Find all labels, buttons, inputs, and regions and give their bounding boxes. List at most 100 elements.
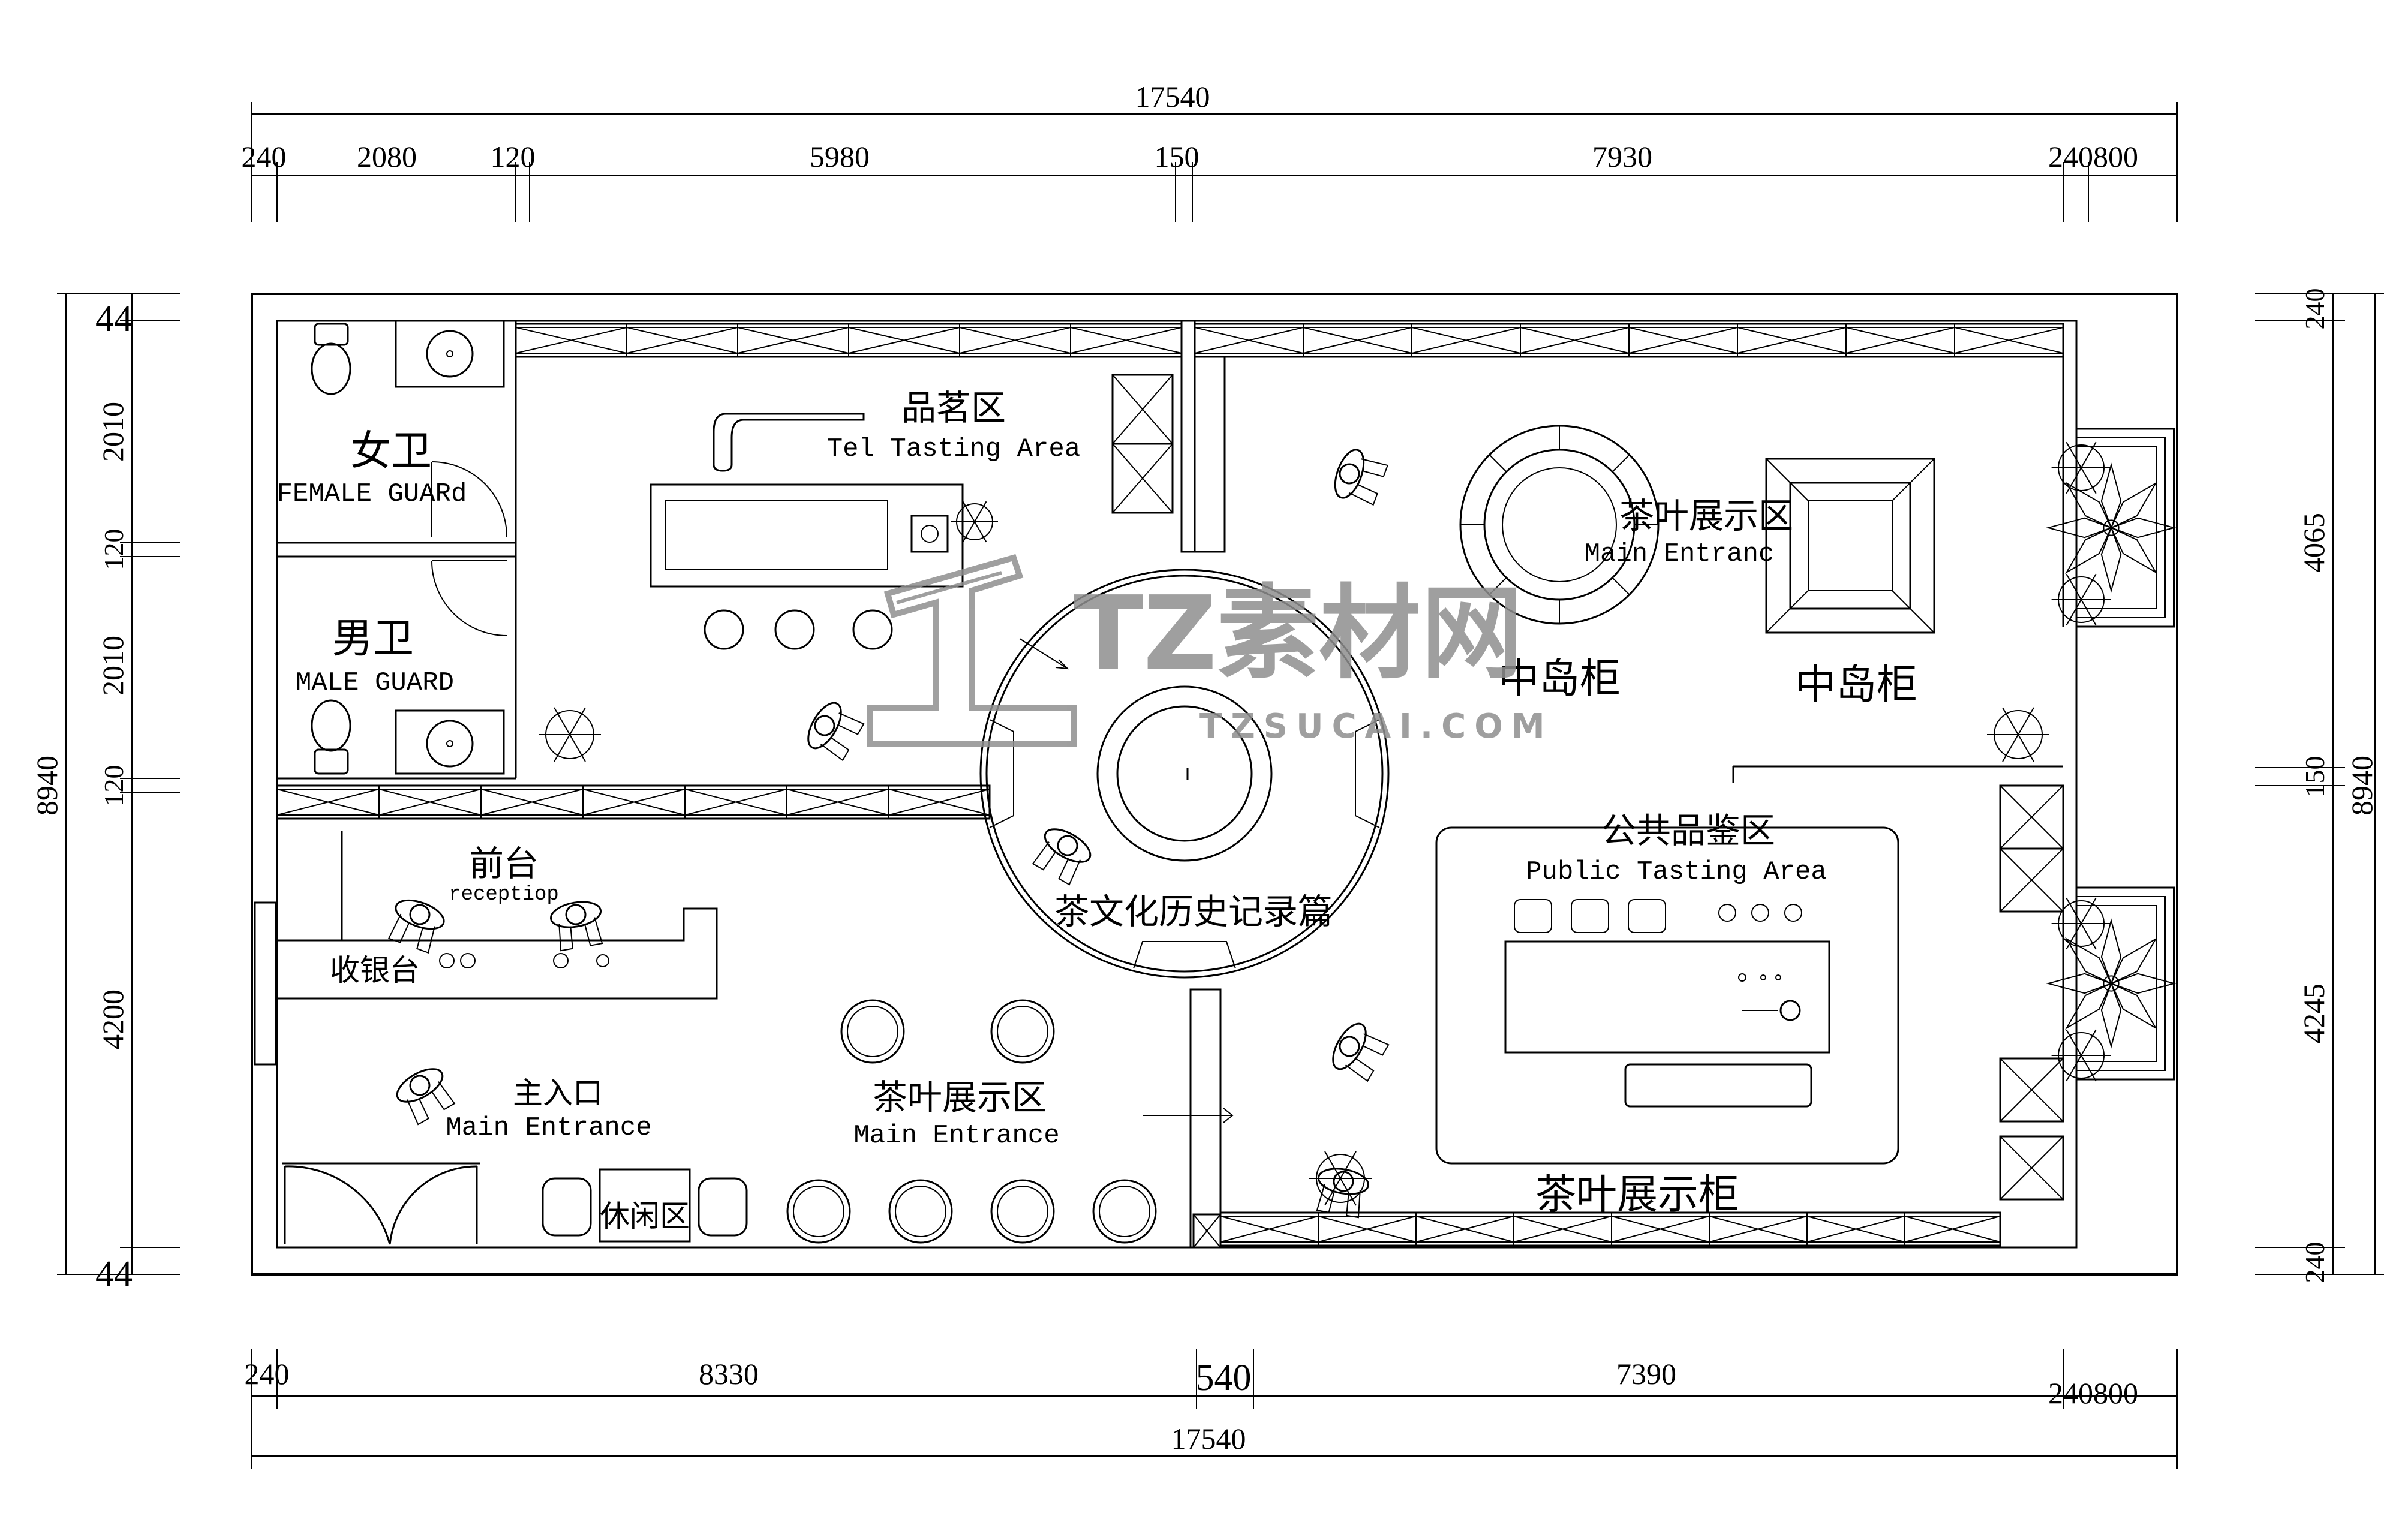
reception-desk [277,831,718,1000]
island-cabinet-left-label: 中岛柜 [1498,655,1621,703]
left-total-dimension: 8940 [30,756,64,816]
left-dimension-2010-lower: 2010 [96,636,130,696]
partition-vertical [1180,320,2064,1249]
toilet-icon [311,699,351,775]
person-figure-icon [387,899,445,954]
island-cabinet-right-label: 中岛柜 [1795,661,1917,709]
person-figure-icon [1032,828,1092,886]
partition-left [276,784,991,820]
reception-label: 前台 [469,843,539,884]
partition-top [515,323,2064,358]
public-tasting-table [1435,826,1899,1165]
left-dimension-4200: 4200 [96,989,130,1049]
public-tasting-area-label: 公共品鉴区 [1601,810,1775,851]
toilet-icon [311,323,351,395]
right-total-dimension: 8940 [2345,756,2379,816]
shrub-icon [2051,441,2111,494]
history-display-ring [979,569,1390,979]
left-dimension-120-lower: 120 [98,765,129,807]
tea-display-area-bottom-label-en: Main Entrance [853,1121,1059,1151]
shrub-icon [1987,707,2049,762]
tasting-area-label: 品茗区 [901,387,1006,428]
lounge-area-label: 休闲区 [600,1199,690,1234]
cashier-label: 收银台 [330,953,420,988]
shrub-icon [2051,1029,2111,1082]
plant-icon [2046,462,2176,593]
watermark-brand: TZ素材网 [1074,575,1523,693]
bottom-dimension-7390: 7390 [1616,1357,1676,1391]
right-dimension-240-top: 240 [2299,288,2330,330]
tea-history-label: 茶文化历史记录篇 [1054,891,1333,932]
left-dimension-44-bottom: 44 [95,1254,133,1295]
top-dimension-120: 120 [491,140,536,173]
left-dimension-2010-upper: 2010 [96,402,130,462]
top-dimension-240: 240 [242,140,287,173]
top-dimension-240800: 240800 [2048,140,2138,173]
partition-bottom-right [1219,1211,2001,1247]
left-dimension-120-upper: 120 [98,529,129,570]
tea-display-area-bottom-label: 茶叶展示区 [873,1077,1047,1118]
main-entrance-label-en: Main Entrance [446,1113,651,1143]
top-total-dimension: 17540 [1135,80,1210,113]
tea-display-cabinet-label: 茶叶展示柜 [1535,1171,1739,1219]
male-washroom-label: 男卫 [332,615,414,663]
left-dimension-44-top: 44 [95,299,133,339]
planter-bays [2076,428,2175,1081]
watermark-url: TZSUCAI.COM [1200,707,1553,746]
right-dimension-240-bottom: 240 [2299,1242,2330,1283]
shrub-icon [2051,573,2111,626]
right-dimension-150: 150 [2299,756,2330,798]
person-figure-icons [387,449,1390,1219]
person-figure-icon [807,702,865,762]
bottom-dimension-lines [251,1349,2178,1469]
entrance-glass [254,901,277,1066]
bottom-dimension-540: 540 [1196,1358,1252,1398]
top-dimension-2080: 2080 [357,140,417,173]
door-swing-icon [431,461,507,636]
bottom-dimension-8330: 8330 [699,1357,759,1391]
tasting-area-label-en: Tel Tasting Area [827,434,1080,464]
main-entrance-label: 主入口 [513,1076,603,1111]
island-cabinet-left [1459,425,1660,625]
exterior-walls [251,293,2178,1276]
sink-icon [426,720,474,768]
top-dimension-150: 150 [1155,140,1200,173]
bottom-dimension-240800: 240800 [2048,1376,2138,1410]
plant-icons [539,441,2176,1206]
top-dimension-7930: 7930 [1592,140,1652,173]
shrub-icon [951,501,998,543]
person-figure-icon [1334,449,1388,506]
female-washroom-label: 女卫 [350,428,432,475]
direction-arrow-icon [1019,638,1234,1123]
bottom-total-dimension: 17540 [1171,1422,1246,1455]
round-display-stands [786,999,1157,1244]
person-figure-icon [549,901,603,952]
person-figure-icon [396,1068,456,1126]
watermark-logo: TZ素材网 TZSUCAI.COM [867,554,1553,747]
shrub-icon [2051,897,2111,950]
person-figure-icon [1332,1022,1390,1082]
lounge-seating [542,1168,748,1243]
left-dimension-lines [57,293,180,1275]
person-figure-icon [1316,1168,1370,1219]
female-washroom-label-en: FEMALE GUARd [277,479,467,509]
top-dimension-5980: 5980 [810,140,870,173]
right-cabinets [1999,784,2064,1201]
public-tasting-area-label-en: Public Tasting Area [1526,857,1827,887]
island-cabinet-right [1765,458,1935,634]
tasting-table [650,413,964,650]
top-dimension-lines [251,102,2178,222]
washroom-walls [277,320,517,780]
shrub-icon [539,707,601,762]
plant-icon [2046,918,2176,1049]
right-dimension-4065: 4065 [2297,513,2331,573]
display-cabinet-column [1111,374,1174,514]
reception-label-en: receptiop [449,883,559,906]
tea-display-area-top-label: 茶叶展示区 [1619,495,1793,536]
sink-icon [426,330,474,378]
main-entrance-door [282,1162,480,1245]
bottom-dimension-240: 240 [245,1357,290,1391]
male-washroom-label-en: MALE GUARD [296,668,454,698]
right-dimension-4245: 4245 [2297,983,2331,1043]
